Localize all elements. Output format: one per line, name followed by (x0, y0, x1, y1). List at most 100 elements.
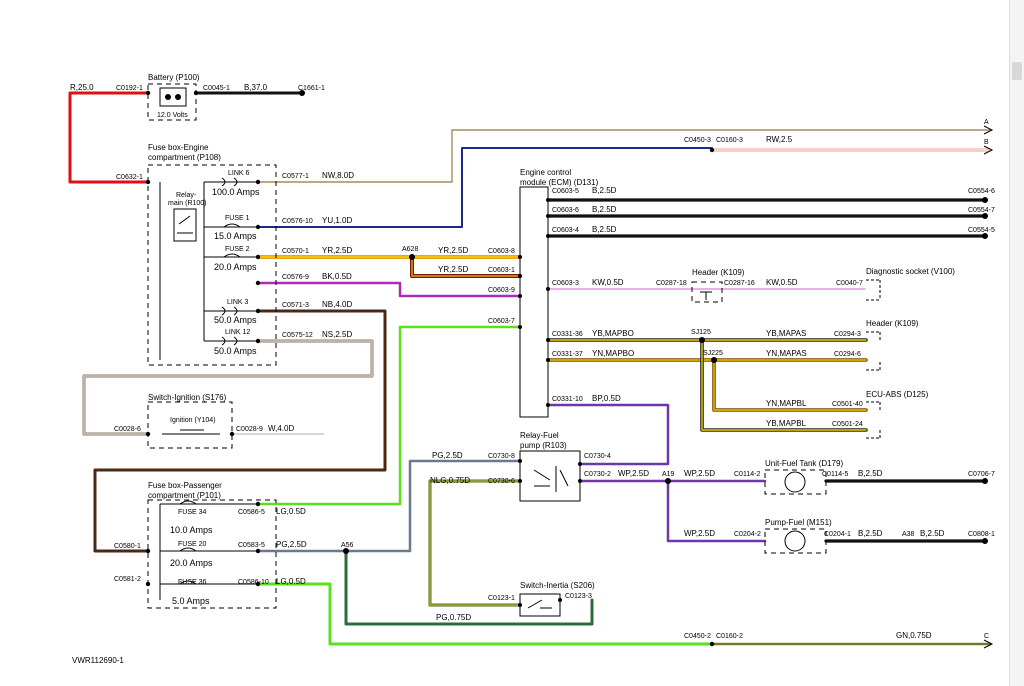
fuse34-amps: 10.0 Amps (170, 525, 213, 535)
relay-main-label-2: main (R100) (168, 200, 207, 207)
connector-c0583-5: C0583-5 (238, 542, 265, 549)
connector-c0045-1: C0045-1 (203, 85, 230, 92)
connector-c0576-9: C0576-9 (282, 274, 309, 281)
page-ref-b: B (984, 139, 989, 146)
connector-c0571-3: C0571-3 (282, 302, 309, 309)
link6-amps: 100.0 Amps (212, 187, 260, 197)
splice-sj225: SJ225 (703, 350, 723, 357)
wire-label-ynmapbo: YN,MAPBO (592, 349, 634, 358)
fuse20-amps: 20.0 Amps (170, 558, 213, 568)
fuse1-amps: 15.0 Amps (214, 231, 257, 241)
connector-c0204-1: C0204-1 (824, 531, 851, 538)
wire-label-yu1: YU,1.0D (322, 216, 352, 225)
diag-socket (866, 279, 881, 301)
fusebox-engine-box (147, 164, 277, 366)
fuse-symbols (159, 177, 258, 600)
wire-label-ybmapbl: YB,MAPBL (766, 419, 807, 428)
wire-label-pg25b: PG,2.5D (432, 451, 463, 460)
connector-c0114-2: C0114-2 (734, 471, 760, 478)
link6-label: LINK 6 (228, 170, 250, 177)
connector-c0331-37: C0331-37 (552, 351, 583, 358)
wire-label-rw25: RW,2.5 (766, 135, 793, 144)
connector-c0501-24: C0501-24 (832, 421, 863, 428)
connector-c0808-1: C0808-1 (968, 531, 995, 538)
connector-c1661-1: C1661-1 (298, 85, 325, 92)
wire-label-wp25c: WP,2.5D (684, 529, 715, 538)
connector-c0706-7: C0706-7 (968, 471, 995, 478)
connector-c0554-5: C0554-5 (968, 227, 995, 234)
battery-box (147, 83, 197, 121)
switch-ignition-box (147, 401, 233, 449)
connector-c0294-6: C0294-6 (834, 351, 861, 358)
wire-label-b25c: B,2.5D (592, 225, 617, 234)
fuse2-label: FUSE 2 (225, 246, 250, 253)
connector-c0577-1: C0577-1 (282, 173, 309, 180)
connector-c0204-2: C0204-2 (734, 531, 761, 538)
scrollbar-thumb[interactable] (1012, 62, 1022, 80)
wire-bp05 (546, 403, 670, 466)
wire-label-ybmapas: YB,MAPAS (766, 329, 806, 338)
ecm-label-1: Engine control (520, 168, 571, 177)
connector-c0450-2: C0450-2 (684, 633, 711, 640)
page-arrows (983, 125, 994, 649)
wire-label-bp05: BP,0.5D (592, 394, 621, 403)
fuse1-label: FUSE 1 (225, 215, 250, 222)
connector-c0603-8: C0603-8 (488, 248, 515, 255)
switch-inertia-box (519, 593, 561, 617)
wire-label-b25d: B,2.5D (858, 469, 883, 478)
connector-c0730-6: C0730-6 (488, 478, 515, 485)
wire-pg25 (256, 459, 522, 553)
wire-label-bk05: BK,0.5D (322, 272, 352, 281)
fusebox-pass-label-1: Fuse box-Passenger (148, 481, 222, 490)
ecu-abs-label: ECU-ABS (D125) (866, 390, 929, 399)
ecm-label-2: module (ECM) (D131) (520, 178, 599, 187)
wire-nb4 (93, 309, 387, 553)
wire-label-b37: B,37.0 (244, 83, 268, 92)
header2-label: Header (K109) (866, 319, 919, 328)
wire-label-pg25: PG,2.5D (276, 540, 307, 549)
connector-c0603-7: C0603-7 (488, 318, 515, 325)
unit-fuel-tank-box (764, 469, 827, 495)
link12-label: LINK 12 (225, 329, 250, 336)
wire-label-b25e: B,2.5D (858, 529, 883, 538)
fuse36-amps: 5.0 Amps (172, 596, 210, 606)
wire-nlg075 (428, 479, 522, 607)
wire-label-gn075: GN,0.75D (896, 631, 932, 640)
wire-label-kw05a: KW,0.5D (592, 278, 624, 287)
ecu-abs-shape (866, 401, 881, 439)
connector-c0450-3: C0450-3 (684, 137, 711, 144)
wire-label-nw8: NW,8.0D (322, 171, 354, 180)
battery-terminal (159, 87, 187, 107)
wire-yu1 (257, 147, 713, 228)
connector-c0603-5: C0603-5 (552, 188, 579, 195)
connector-c0160-3: C0160-3 (716, 137, 743, 144)
header2-shape (866, 331, 881, 371)
pump-fuel-box (764, 528, 827, 554)
connector-c0603-1: C0603-1 (488, 267, 515, 274)
connector-c0603-9: C0603-9 (488, 287, 515, 294)
wire-label-yr25a: YR,2.5D (322, 246, 352, 255)
fuse36-label: FUSE 36 (178, 579, 207, 586)
connector-c0192-1: C0192-1 (116, 85, 143, 92)
wire-label-w4: W,4.0D (268, 424, 294, 433)
wire-gn075 (256, 582, 714, 646)
fuse2-amps: 20.0 Amps (214, 262, 257, 272)
pump-fuel-motor (784, 530, 806, 552)
connector-c0501-40: C0501-40 (832, 401, 863, 408)
connector-c0123-1: C0123-1 (488, 595, 515, 602)
page-ref-c: C (984, 633, 989, 640)
connector-c0040-7: C0040-7 (836, 280, 863, 287)
connector-c0028-6: C0028-6 (114, 426, 141, 433)
connector-c0581-2: C0581-2 (114, 576, 141, 583)
wire-label-r25: R,25.0 (70, 83, 94, 92)
connector-c0554-7: C0554-7 (968, 207, 995, 214)
splice-a56: A56 (341, 542, 354, 549)
wire-label-b25f: B,2.5D (920, 529, 945, 538)
relay-main-label-1: Relay- (176, 192, 197, 199)
terminals (145, 90, 988, 647)
connector-c0160-2: C0160-2 (716, 633, 743, 640)
vertical-scrollbar[interactable] (1009, 0, 1024, 686)
fusebox-engine-label-1: Fuse box-Engine (148, 143, 209, 152)
connector-c0554-6: C0554-6 (968, 188, 995, 195)
wire-wp25c (666, 479, 767, 543)
